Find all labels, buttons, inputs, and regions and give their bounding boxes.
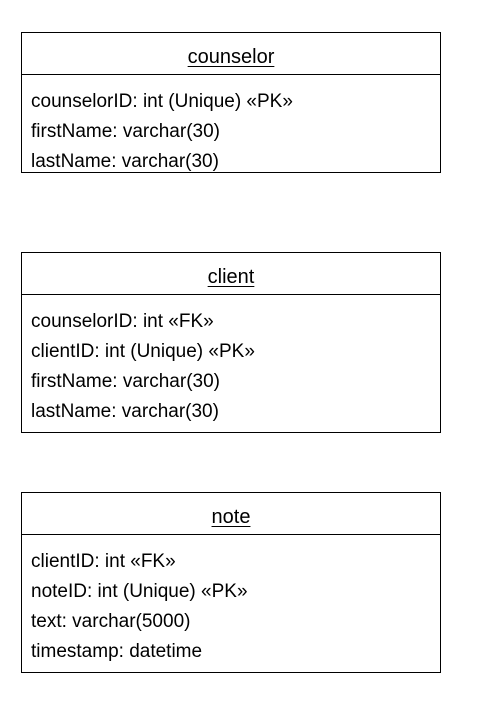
attribute-list: counselorID: int «FK» clientID: int (Uni… [22, 295, 440, 427]
attribute-firstname: firstName: varchar(30) [31, 121, 220, 142]
attribute-timestamp: timestamp: datetime [31, 641, 203, 662]
attribute-counselorid: counselorID: int «FK» [31, 311, 214, 332]
class-name: counselor [187, 46, 275, 68]
class-name: note [211, 506, 251, 528]
class-box-note: note clientID: int «FK» noteID: int (Uni… [21, 492, 441, 673]
class-name: client [207, 266, 255, 288]
attribute-clientid: clientID: int «FK» [31, 551, 176, 572]
attribute-text: text: varchar(5000) [31, 611, 191, 632]
attribute-counselorid: counselorID: int (Unique) «PK» [31, 91, 293, 112]
attribute-list: counselorID: int (Unique) «PK» firstName… [22, 75, 440, 177]
class-header: counselor [22, 33, 440, 75]
attribute-noteid: noteID: int (Unique) «PK» [31, 581, 248, 602]
attribute-list: clientID: int «FK» noteID: int (Unique) … [22, 535, 440, 667]
class-box-client: client counselorID: int «FK» clientID: i… [21, 252, 441, 433]
class-box-counselor: counselor counselorID: int (Unique) «PK»… [21, 32, 441, 173]
class-header: client [22, 253, 440, 295]
attribute-clientid: clientID: int (Unique) «PK» [31, 341, 255, 362]
class-header: note [22, 493, 440, 535]
attribute-firstname: firstName: varchar(30) [31, 371, 220, 392]
attribute-lastname: lastName: varchar(30) [31, 151, 219, 172]
attribute-lastname: lastName: varchar(30) [31, 401, 219, 422]
